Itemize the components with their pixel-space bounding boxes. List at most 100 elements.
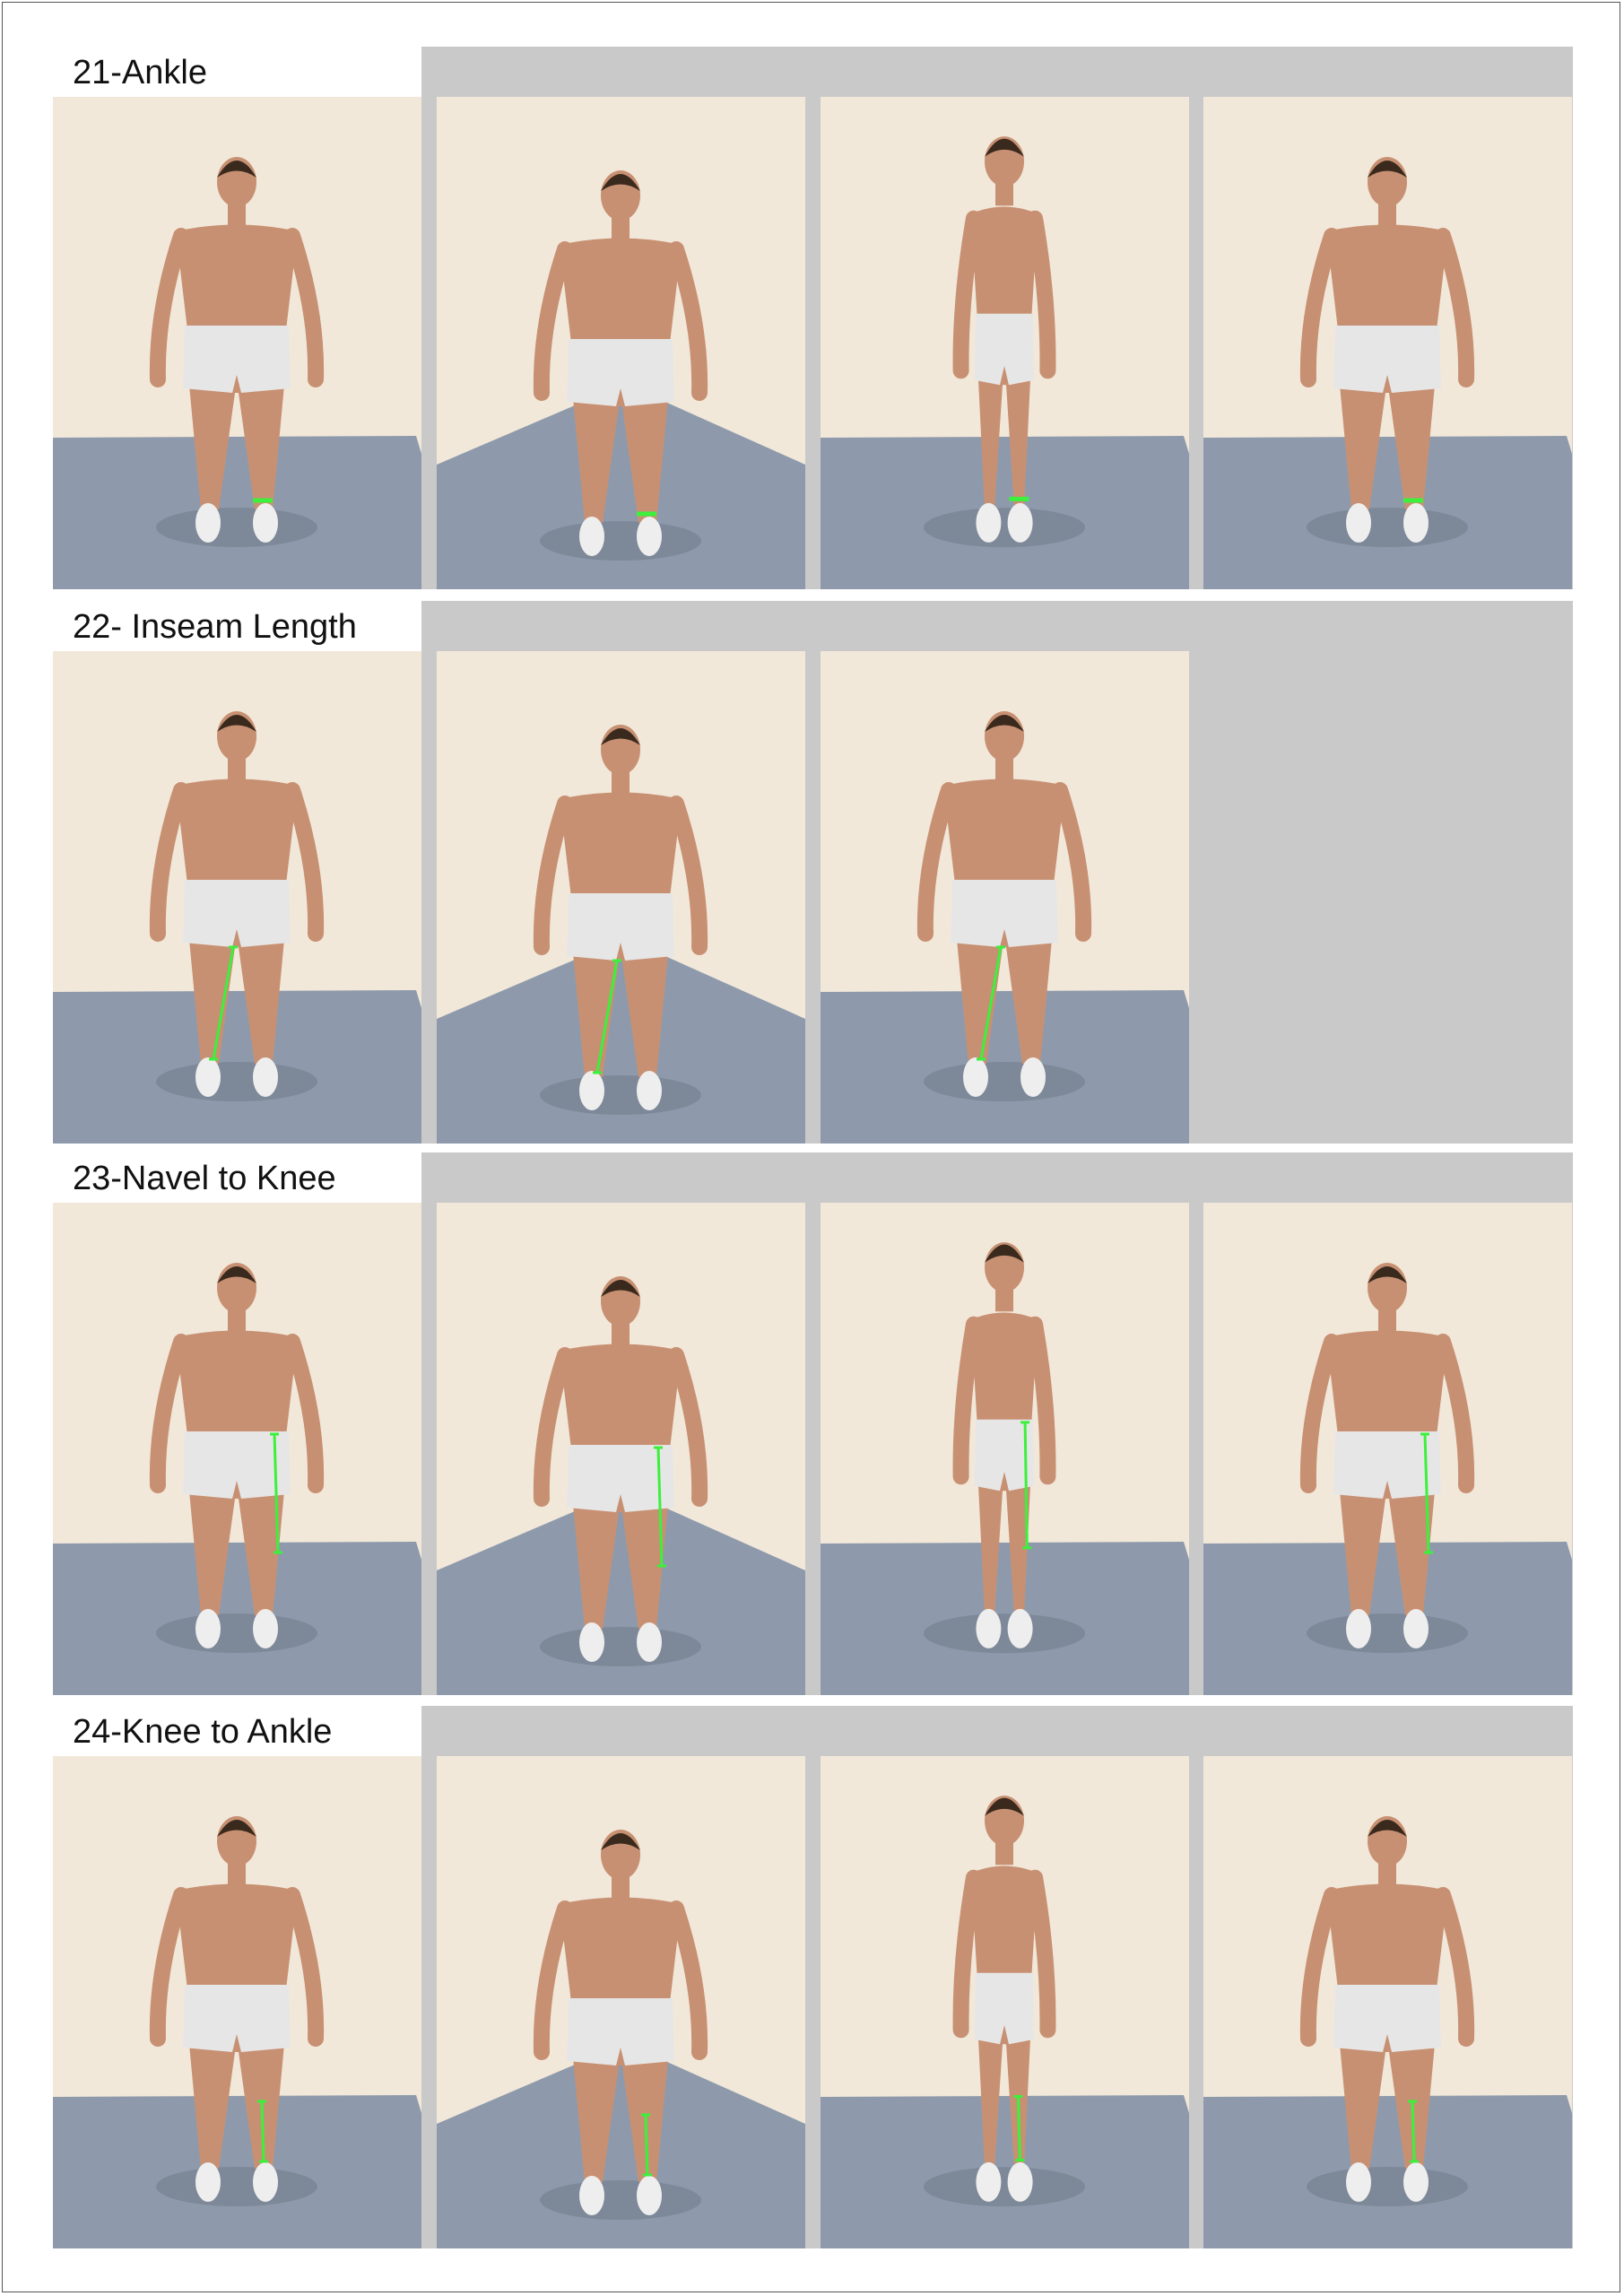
measurement-line: [260, 2100, 265, 2162]
hair: [1368, 1266, 1407, 1283]
body-model-three-quarter: [437, 1276, 805, 1695]
floor: [437, 938, 805, 1144]
right-foot: [253, 503, 278, 543]
left-arm: [952, 210, 982, 379]
left-arm: [149, 1887, 189, 2047]
underwear: [183, 1985, 291, 2052]
floor-shadow: [540, 521, 701, 561]
legs: [977, 1462, 1032, 1614]
underwear: [567, 1998, 674, 2066]
body-model-front: [53, 1816, 421, 2248]
underwear: [183, 326, 291, 393]
view-panel-three-quarter: [437, 1756, 805, 2248]
floor-shadow: [156, 1062, 317, 1101]
torso: [1326, 224, 1448, 330]
floor-shadow: [156, 1613, 317, 1653]
body-model-back: [1203, 1816, 1572, 2248]
floor: [437, 1490, 805, 1695]
hair: [601, 1280, 640, 1297]
legs: [187, 1472, 286, 1615]
right-arm: [284, 782, 325, 942]
body-model-back: [821, 711, 1189, 1144]
underwear: [1333, 1985, 1441, 2052]
right-foot: [1403, 503, 1429, 543]
left-foot: [579, 1071, 604, 1110]
legs: [571, 2039, 670, 2182]
measurement-line: [212, 946, 235, 1060]
torso: [560, 792, 682, 898]
torso: [176, 224, 298, 330]
legs: [955, 920, 1054, 1064]
view-panel-back: [821, 651, 1189, 1144]
torso: [1326, 1330, 1448, 1436]
right-foot: [253, 2162, 278, 2202]
view-panel-three-quarter: [437, 1203, 805, 1695]
left-arm: [149, 782, 189, 942]
view-panel-three-quarter: [437, 97, 805, 589]
floor-shadow: [924, 508, 1085, 548]
right-foot: [1020, 1057, 1046, 1097]
right-foot: [1007, 502, 1033, 543]
floor-shadow: [1307, 508, 1468, 547]
view-panel-back: [1203, 1203, 1572, 1695]
left-arm: [1299, 1887, 1340, 2047]
right-arm: [668, 1900, 708, 2060]
left-arm: [533, 1347, 573, 1507]
underwear: [567, 339, 674, 406]
floor-shadow: [1307, 1613, 1468, 1653]
right-foot: [1007, 1608, 1033, 1648]
left-foot: [579, 1622, 604, 1662]
hair: [601, 728, 640, 745]
right-arm: [284, 228, 325, 387]
measurement-line: [1411, 2100, 1416, 2162]
underwear: [975, 1419, 1034, 1492]
torso: [970, 1312, 1038, 1424]
view-panel-back: [1203, 1756, 1572, 2248]
measurement-line: [1016, 2096, 1021, 2161]
hair: [217, 1820, 256, 1837]
right-arm: [1435, 228, 1475, 387]
view-panel-front: [53, 1203, 421, 1695]
legs: [187, 920, 286, 1064]
underwear: [951, 880, 1058, 947]
left-foot: [195, 1057, 221, 1097]
left-foot: [976, 1608, 1002, 1648]
measurement-line: [1023, 1422, 1029, 1548]
neck: [995, 1839, 1013, 1866]
hair: [1368, 1820, 1407, 1837]
view-panel-front: [53, 651, 421, 1144]
right-foot: [637, 1622, 662, 1662]
view-panel-front: [53, 97, 421, 589]
right-foot: [253, 1057, 278, 1097]
body-model-side: [821, 136, 1189, 589]
hair: [985, 1797, 1024, 1816]
section-header: 22- Inseam Length: [53, 601, 421, 651]
right-foot: [1007, 2161, 1033, 2202]
right-arm: [1027, 210, 1056, 379]
underwear: [183, 880, 291, 947]
hair: [601, 174, 640, 191]
torso: [1326, 1883, 1448, 1989]
right-arm: [668, 241, 708, 401]
right-arm: [1052, 782, 1092, 942]
measurement-section: 23-Navel to Knee: [53, 1152, 1573, 1695]
legs: [1338, 2025, 1437, 2169]
underwear: [975, 313, 1034, 386]
torso: [970, 206, 1038, 318]
left-arm: [533, 241, 573, 401]
floor: [437, 384, 805, 589]
body-model-front: [53, 157, 421, 589]
left-foot: [195, 2162, 221, 2202]
underwear: [183, 1431, 291, 1499]
floor-shadow: [540, 1075, 701, 1115]
underwear: [567, 893, 674, 961]
left-foot: [1346, 1609, 1371, 1648]
measurement-section: 24-Knee to Ankle: [53, 1706, 1573, 2248]
torso: [176, 1330, 298, 1436]
torso: [560, 1344, 682, 1449]
right-arm: [1435, 1887, 1475, 2047]
left-arm: [952, 1869, 982, 2039]
legs: [571, 1485, 670, 1629]
measurement-line: [1423, 1433, 1430, 1553]
hair: [217, 715, 256, 732]
